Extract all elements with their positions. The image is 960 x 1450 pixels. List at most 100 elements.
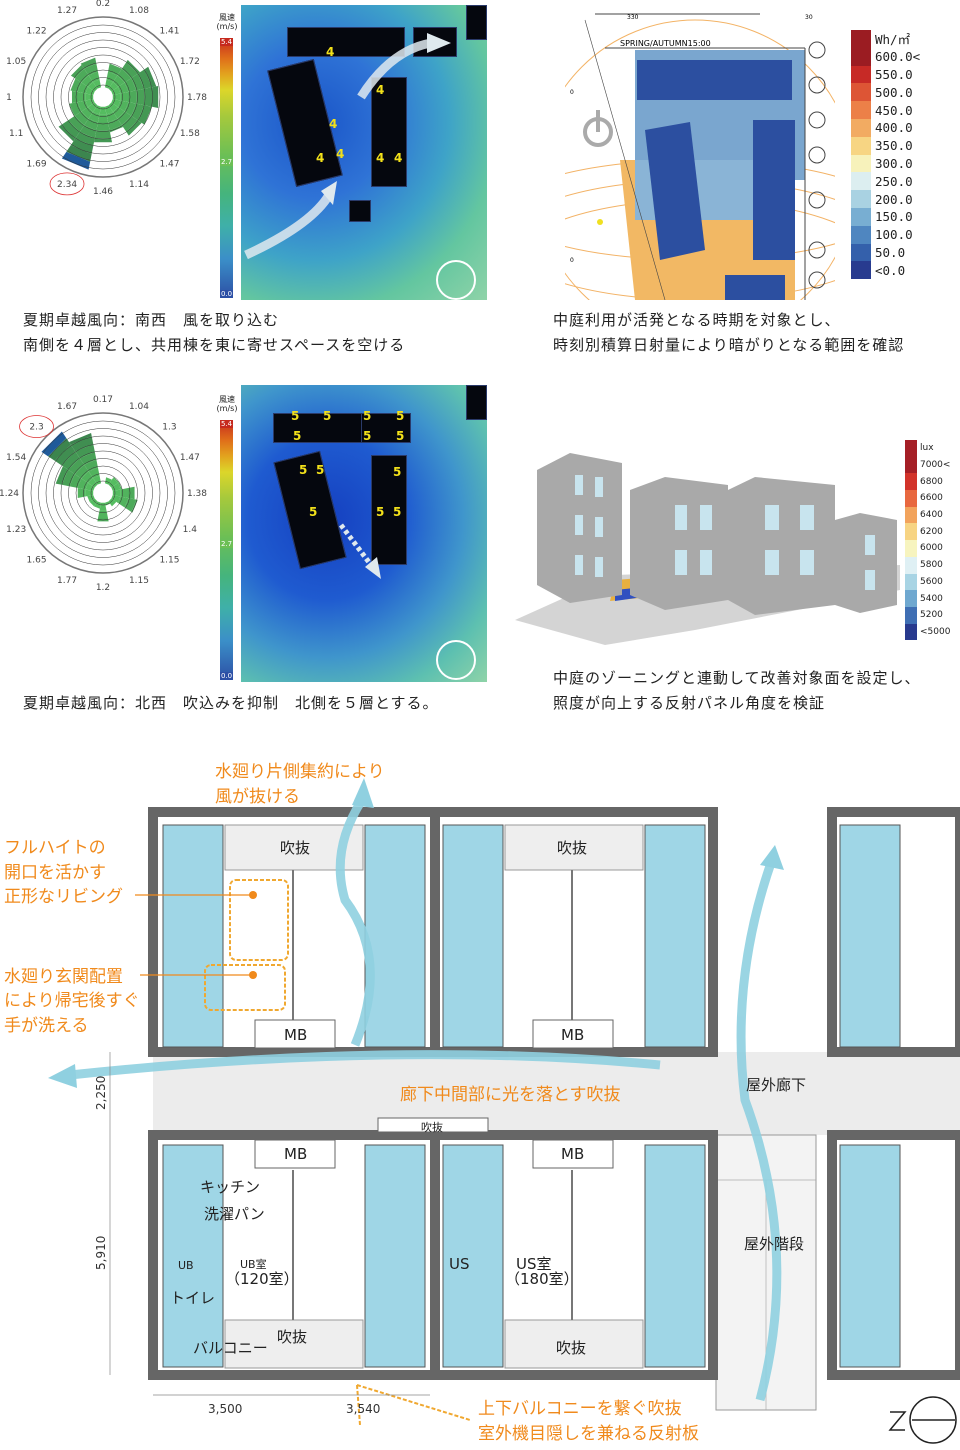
rose-direction-label: 1.41 xyxy=(159,27,179,37)
legend-swatch xyxy=(851,136,871,155)
rose-sector xyxy=(128,90,137,104)
rose-ring xyxy=(45,435,161,551)
legend-entry: 50.0 xyxy=(851,243,920,262)
legend-swatch xyxy=(905,456,917,474)
rose-direction-label: 1.47 xyxy=(159,159,179,169)
rose-direction-label: 1.22 xyxy=(27,27,47,37)
rose-sector xyxy=(68,103,75,117)
upper-block xyxy=(148,807,960,1057)
rose-ring xyxy=(30,420,176,566)
legend-swatch xyxy=(905,623,917,641)
rose-ring xyxy=(53,443,153,543)
rose-direction-label: 1.38 xyxy=(187,489,207,499)
floor-count-label: 5 xyxy=(393,505,402,519)
rose-sector xyxy=(84,63,98,76)
legend-max: 5.4 xyxy=(220,420,234,428)
rose-sector xyxy=(81,107,93,119)
rose-ring xyxy=(38,32,168,162)
legend-entry: 500.0 xyxy=(851,83,920,102)
legend-label: 450.0 xyxy=(875,102,913,118)
rose-ring xyxy=(90,84,116,110)
legend-label: 250.0 xyxy=(875,173,913,189)
rose-sector xyxy=(108,498,117,507)
rose-sector xyxy=(61,151,91,170)
legend-mid: 2.7 xyxy=(220,540,234,548)
rose-sector xyxy=(89,498,98,507)
kitchen-label: キッチン xyxy=(200,1178,260,1196)
legend-label: 350.0 xyxy=(875,138,913,154)
rose-sector xyxy=(81,471,93,483)
legend-label: 50.0 xyxy=(875,244,906,260)
rose-sector xyxy=(41,431,67,457)
rose-ring xyxy=(45,39,161,155)
rose-direction-label: 1.14 xyxy=(129,180,149,190)
rose-sector xyxy=(106,71,118,83)
rose-sector xyxy=(126,59,141,74)
wind-simulation-map-southwest: 4 4 4 4 4 4 4 xyxy=(241,5,487,300)
floor-plan: 水廻り片側集約により 風が抜ける フルハイトの 開口を活かす 正形なリビング 水… xyxy=(4,762,960,1444)
legend-swatch xyxy=(851,243,871,262)
rose-sector xyxy=(124,498,137,512)
rose-sector xyxy=(109,63,122,69)
room-count-label: （120室） xyxy=(225,1270,299,1288)
annotation: により帰宅後すぐ xyxy=(4,991,140,1011)
floor-count-label: 5 xyxy=(299,463,308,477)
rose-sector xyxy=(108,478,118,488)
floor-count-label: 5 xyxy=(316,463,325,477)
rose-sector xyxy=(152,86,159,108)
legend-label: 7000< xyxy=(920,460,951,471)
caption: 南側を４層とし、共用棟を東に寄せスペースを空ける xyxy=(23,336,406,354)
rose-sector xyxy=(70,138,94,154)
rose-sector xyxy=(84,118,98,131)
legend-swatch xyxy=(851,65,871,84)
legend-label: 5400 xyxy=(920,593,943,604)
legend-swatch xyxy=(851,154,871,173)
rose-sector xyxy=(68,458,85,475)
rose-sector xyxy=(96,122,110,131)
rose-ring xyxy=(53,47,153,147)
rose-direction-label: 1.3 xyxy=(162,423,176,433)
rose-ring xyxy=(68,458,138,528)
room-type-label: UB室 xyxy=(240,1257,267,1271)
rose-sector xyxy=(92,475,102,485)
rose-ring xyxy=(83,473,123,513)
rose-direction-label: 1.46 xyxy=(93,187,113,197)
rose-ring xyxy=(83,77,123,117)
legend-swatch xyxy=(851,225,871,244)
void-label: 吹抜 xyxy=(277,1328,307,1346)
rose-sector xyxy=(92,79,102,89)
illuminance-3d-model xyxy=(515,453,900,645)
rose-sector xyxy=(113,476,120,483)
highlight-circle xyxy=(49,172,85,196)
mb-label: MB xyxy=(561,1145,584,1163)
floor-count-label: 5 xyxy=(293,429,302,443)
rose-sector xyxy=(85,86,95,96)
annotation: 水廻り片側集約により xyxy=(215,762,385,782)
floor-count-label: 5 xyxy=(363,429,372,443)
rose-sector xyxy=(55,466,69,485)
north-arrow-icon xyxy=(888,1396,957,1444)
rose-sector xyxy=(88,111,100,123)
legend-entry: 6400 xyxy=(905,506,950,524)
rose-sector xyxy=(104,477,112,485)
rose-sector xyxy=(77,91,86,103)
rose-sector xyxy=(69,433,92,445)
rose-sector xyxy=(120,91,129,103)
rose-ring xyxy=(60,450,146,536)
annotation: 開口を活かす xyxy=(4,863,106,883)
legend-swatch xyxy=(851,261,871,280)
legend-label: 200.0 xyxy=(875,191,913,207)
legend-label: 500.0 xyxy=(875,84,913,100)
rose-sector xyxy=(124,102,137,116)
rose-sector xyxy=(117,496,129,508)
legend-swatch xyxy=(851,47,871,66)
legend-entry: 5200 xyxy=(905,606,950,624)
rose-sector xyxy=(85,98,95,108)
rose-outline xyxy=(22,412,184,574)
rose-sector xyxy=(81,75,93,87)
legend-entry: 200.0 xyxy=(851,190,920,208)
legend-label: 6800 xyxy=(920,476,943,487)
mb-label: MB xyxy=(561,1026,584,1044)
legend-label: 6000 xyxy=(920,543,943,554)
